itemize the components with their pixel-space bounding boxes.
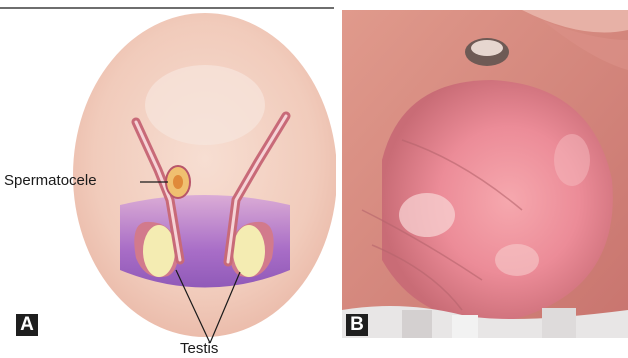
- illustration-panel: Spermatocele Testis A: [0, 0, 336, 358]
- hair-region: [145, 65, 265, 145]
- clinical-photo: [342, 10, 628, 338]
- mass-highlight: [399, 193, 455, 237]
- scrotum-outline: [73, 13, 336, 337]
- panel-a-letter: A: [16, 314, 38, 336]
- left-testis: [143, 225, 175, 277]
- clinical-photo-panel: B: [342, 10, 628, 338]
- panel-b-letter: B: [346, 314, 368, 336]
- spermatocele-label: Spermatocele: [4, 172, 97, 189]
- testis-label: Testis: [180, 340, 218, 357]
- right-testis: [233, 225, 265, 277]
